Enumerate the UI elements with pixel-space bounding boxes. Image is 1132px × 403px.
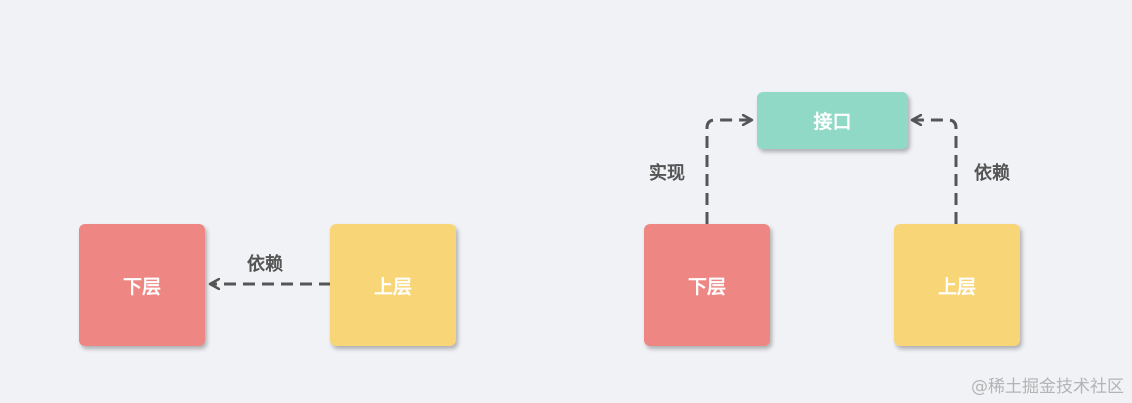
left-dependency-label: 依赖 [247,254,283,275]
right-upper-layer-label: 上层 [937,275,976,298]
left-lower-layer-label: 下层 [122,275,161,298]
right-dependency-label: 依赖 [974,163,1010,184]
right-upper-layer-box: 上层 [894,224,1020,346]
left-upper-layer-box: 上层 [330,224,456,346]
left-upper-layer-label: 上层 [373,275,412,298]
interface-label: 接口 [813,111,852,133]
right-lower-layer-box: 下层 [644,224,770,346]
right-dependency-arrow [912,120,958,224]
implements-arrow [705,120,752,224]
watermark: @稀土掘金技术社区 [971,377,1124,397]
interface-box: 接口 [757,92,908,149]
right-lower-layer-label: 下层 [687,275,726,298]
implements-label: 实现 [649,163,685,184]
left-lower-layer-box: 下层 [79,224,205,346]
